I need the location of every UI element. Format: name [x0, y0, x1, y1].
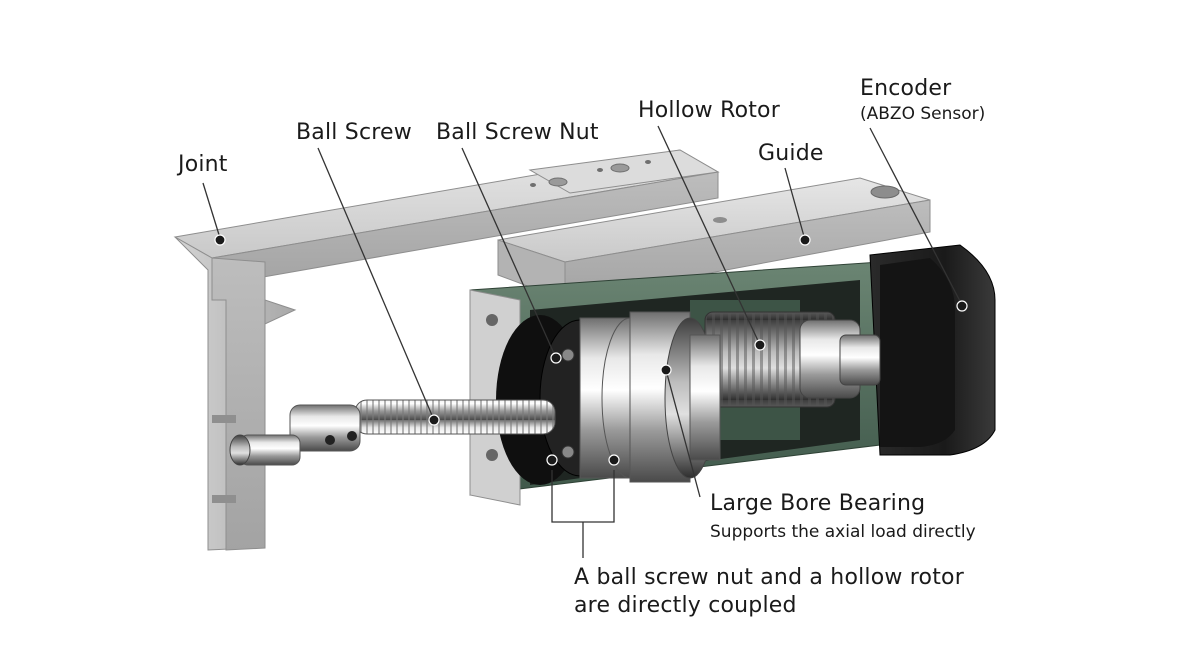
joint-bracket: [173, 149, 720, 551]
marker-dots: [214, 234, 968, 466]
label-joint: Joint: [178, 152, 228, 177]
label-encoder: Encoder: [860, 76, 952, 101]
label-encoder-sub: (ABZO Sensor): [860, 104, 986, 124]
label-hollow-rotor: Hollow Rotor: [638, 98, 780, 123]
marker-hollow-rotor: [754, 339, 766, 351]
label-ball-screw-nut: Ball Screw Nut: [436, 120, 599, 145]
label-large-bore-bearing-sub: Supports the axial load directly: [710, 522, 976, 542]
label-coupling-note-line1: A ball screw nut and a hollow rotor: [574, 565, 964, 590]
marker-joint: [214, 234, 226, 246]
marker-large-bore-bearing: [660, 364, 672, 376]
marker-nut-coupling: [546, 454, 558, 466]
marker-encoder: [956, 300, 968, 312]
label-ball-screw: Ball Screw: [296, 120, 412, 145]
label-large-bore-bearing: Large Bore Bearing: [710, 491, 926, 516]
marker-ball-screw: [428, 414, 440, 426]
label-coupling-note-line2: are directly coupled: [574, 593, 797, 618]
leader-lines: [202, 125, 963, 558]
label-guide: Guide: [758, 141, 824, 166]
hollow-rotor: [704, 311, 881, 408]
marker-ball-screw-nut: [550, 352, 562, 364]
ball-screw-shaft: [229, 399, 556, 466]
bearing-assembly: [539, 311, 721, 483]
marker-rotor-coupling: [608, 454, 620, 466]
encoder-body: [869, 244, 996, 456]
marker-guide: [799, 234, 811, 246]
